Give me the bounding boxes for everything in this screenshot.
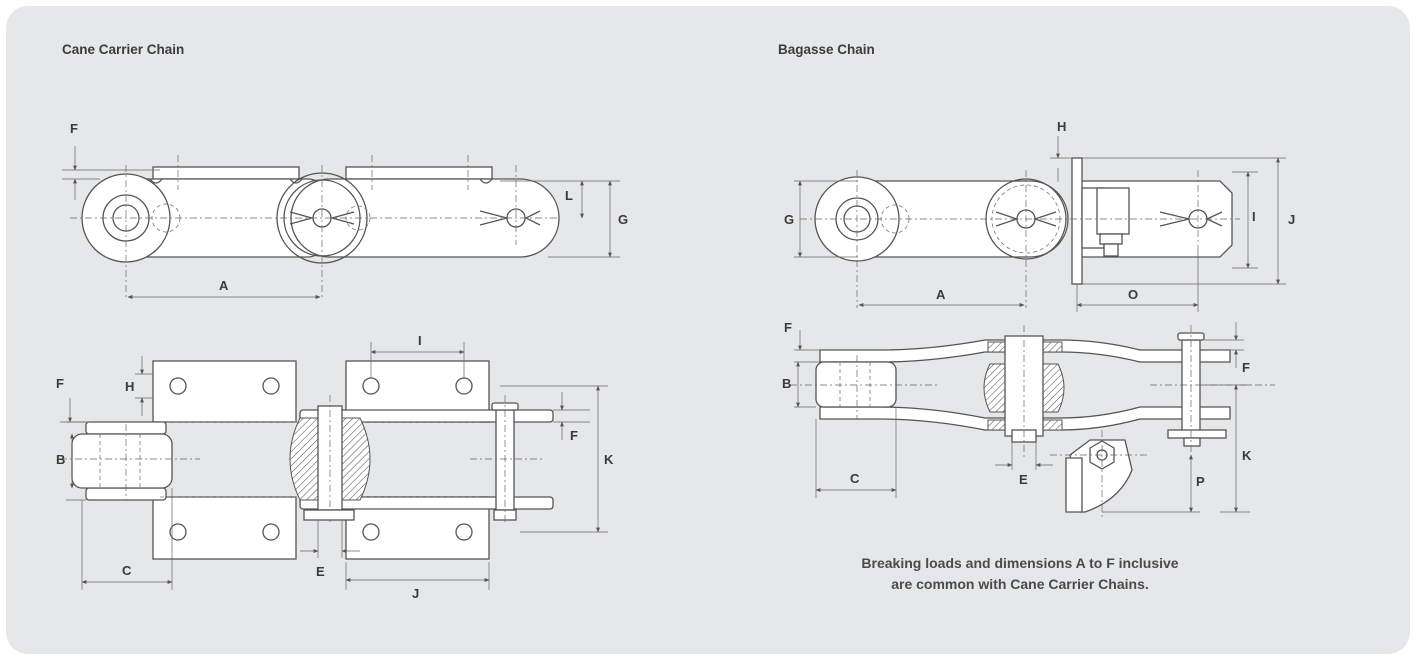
cc-dim-a-label: A (219, 278, 229, 293)
bagasse-side-view: G A O H I J (784, 119, 1295, 312)
bg-dim-a-label: A (936, 287, 946, 302)
cc-plan-roller (71, 433, 173, 489)
cc-dim-h-label: H (125, 379, 134, 394)
bg-dim-g-label: G (784, 212, 794, 227)
cane-carrier-title: Cane Carrier Chain (62, 42, 185, 57)
bg-dim-j-label: J (1288, 212, 1295, 227)
cc-dim-f-label: F (70, 121, 78, 136)
cc-dim-b-label: B (56, 452, 65, 467)
cc-plan-attachment-bottom-1 (152, 496, 297, 560)
bg-dim-f-label: F (784, 320, 792, 335)
bg-dim-i-label: I (1252, 209, 1256, 224)
cane-carrier-side-view: A F L G (62, 121, 628, 300)
cc-dim-l-label: L (565, 188, 573, 203)
bg-dim-b-label: B (782, 376, 791, 391)
bg-dim-k-label: K (1242, 448, 1252, 463)
bg-dim-c-label: C (850, 471, 860, 486)
bg-dim-p-label: P (1196, 474, 1205, 489)
bg-dim-h-label: H (1057, 119, 1066, 134)
cc-dim-i-label: I (418, 333, 422, 348)
bagasse-title: Bagasse Chain (778, 42, 875, 57)
cc-dim-k-label: K (604, 452, 614, 467)
cc-dim-f2-label: F (570, 428, 578, 443)
cc-dim-g-label: G (618, 212, 628, 227)
bg-bracket-plate (1071, 157, 1083, 285)
cc-top-attachment-plate-2 (345, 166, 493, 180)
cc-dim-j-label: J (412, 586, 419, 601)
cc-dim-e-label: E (316, 564, 325, 579)
cc-plan-attachment-top-1 (152, 360, 297, 423)
caption-line-1: Breaking loads and dimensions A to F inc… (861, 555, 1179, 571)
bg-dim-e-label: E (1019, 472, 1028, 487)
cc-dim-c-label: C (122, 563, 132, 578)
cane-carrier-plan-view: B F H I C E J K (56, 333, 614, 601)
bg-dim-f2-label: F (1242, 360, 1250, 375)
cc-dim-f-label-plan: F (56, 376, 64, 391)
caption-line-2: are common with Cane Carrier Chains. (891, 576, 1149, 592)
bagasse-caption: Breaking loads and dimensions A to F inc… (820, 553, 1220, 595)
bg-dim-o-label: O (1128, 287, 1138, 302)
bg-plan-roller (815, 361, 897, 408)
bagasse-plan-view: F B C E F K P (782, 320, 1275, 520)
cc-top-attachment-plate-1 (152, 166, 300, 180)
